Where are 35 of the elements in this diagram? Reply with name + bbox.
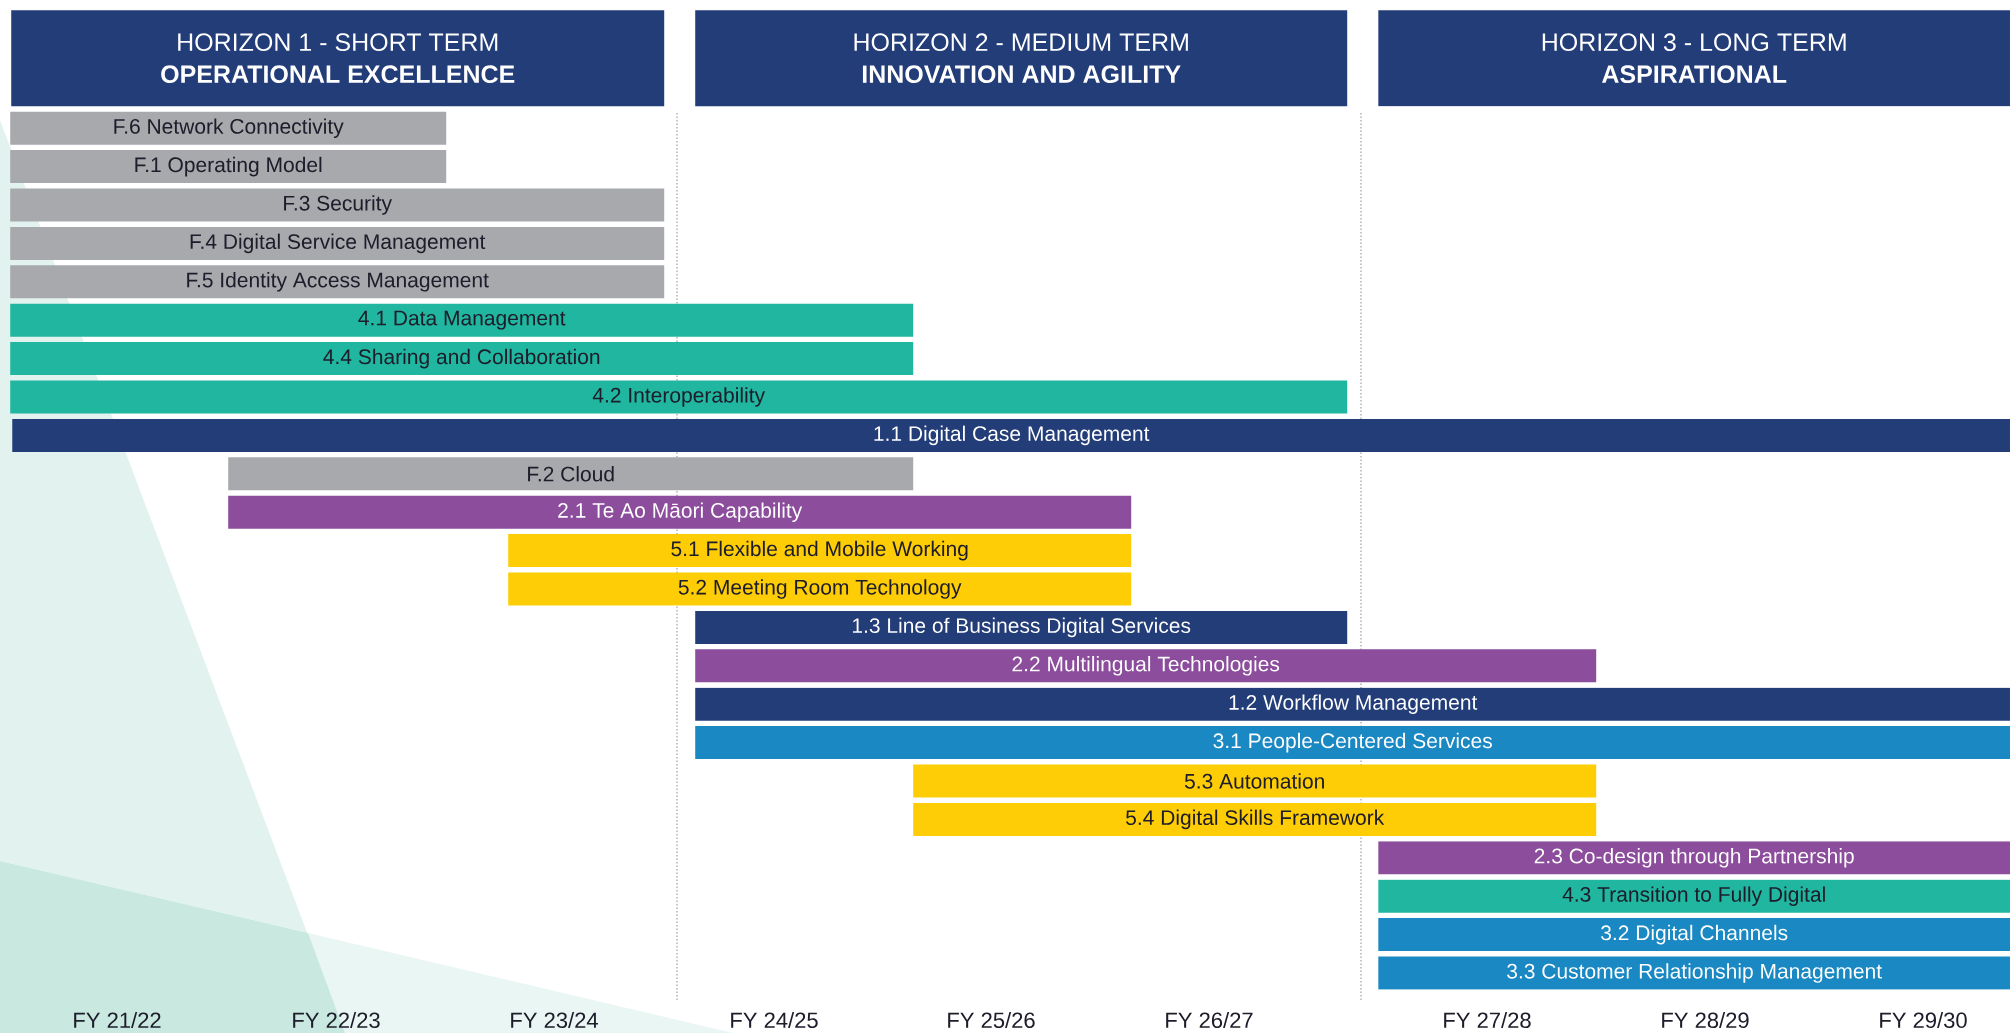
timeline-bar: 1.2 Workflow Management — [695, 687, 2010, 721]
timeline-bar: F.6 Network Connectivity — [10, 111, 447, 145]
timeline-bar: 1.3 Line of Business Digital Services — [695, 610, 1348, 644]
year-label: FY 22/23 — [293, 1011, 380, 1029]
year-label: FY 28/29 — [1662, 1011, 1749, 1029]
year-label: FY 24/25 — [731, 1011, 818, 1029]
timeline-bar: 4.2 Interoperability — [10, 380, 1348, 414]
year-label: FY 21/22 — [74, 1011, 161, 1029]
timeline-bar: F.4 Digital Service Management — [10, 226, 665, 260]
timeline-bar: 3.1 People-Centered Services — [695, 726, 2010, 760]
timeline-bar: 5.1 Flexible and Mobile Working — [508, 534, 1132, 568]
timeline-bar: 2.2 Multilingual Technologies — [695, 649, 1597, 683]
timeline-bar: 4.3 Transition to Fully Digital — [1378, 879, 2010, 913]
timeline-bar: F.2 Cloud — [228, 457, 914, 491]
year-label: FY 25/26 — [948, 1011, 1035, 1029]
year-label: FY 29/30 — [1880, 1011, 1967, 1029]
header-banner: HORIZON 3 - LONG TERM ASPIRATIONAL — [1378, 10, 2010, 107]
timeline-bar: 3.2 Digital Channels — [1378, 918, 2010, 952]
timeline-bar: 5.4 Digital Skills Framework — [913, 802, 1597, 836]
header-banner: HORIZON 1 - SHORT TERM OPERATIONAL EXCELLENCE — [11, 10, 665, 107]
timeline-bar: 2.1 Te Ao Māori Capability — [228, 495, 1132, 529]
timeline-bar: F.1 Operating Model — [10, 150, 447, 184]
timeline-bar: F.5 Identity Access Management — [10, 265, 665, 299]
year-label: FY 27/28 — [1444, 1011, 1531, 1029]
timeline-bar: 5.3 Automation — [913, 764, 1597, 798]
year-label: FY 23/24 — [511, 1011, 598, 1029]
year-label: FY 26/27 — [1166, 1011, 1253, 1029]
header-banner: HORIZON 2 - MEDIUM TERM INNOVATION AND AGILITY — [695, 10, 1348, 107]
timeline-bar: 4.1 Data Management — [10, 303, 914, 337]
timeline-bar: 4.4 Sharing and Collaboration — [10, 342, 914, 376]
timeline-bar: F.3 Security — [10, 188, 665, 222]
timeline-bar: 2.3 Co-design through Partnership — [1378, 841, 2010, 875]
timeline-bar: 5.2 Meeting Room Technology — [508, 572, 1132, 606]
timeline-bar: 1.1 Digital Case Management — [12, 418, 2010, 452]
timeline-bar: 3.3 Customer Relationship Management — [1378, 956, 2010, 990]
